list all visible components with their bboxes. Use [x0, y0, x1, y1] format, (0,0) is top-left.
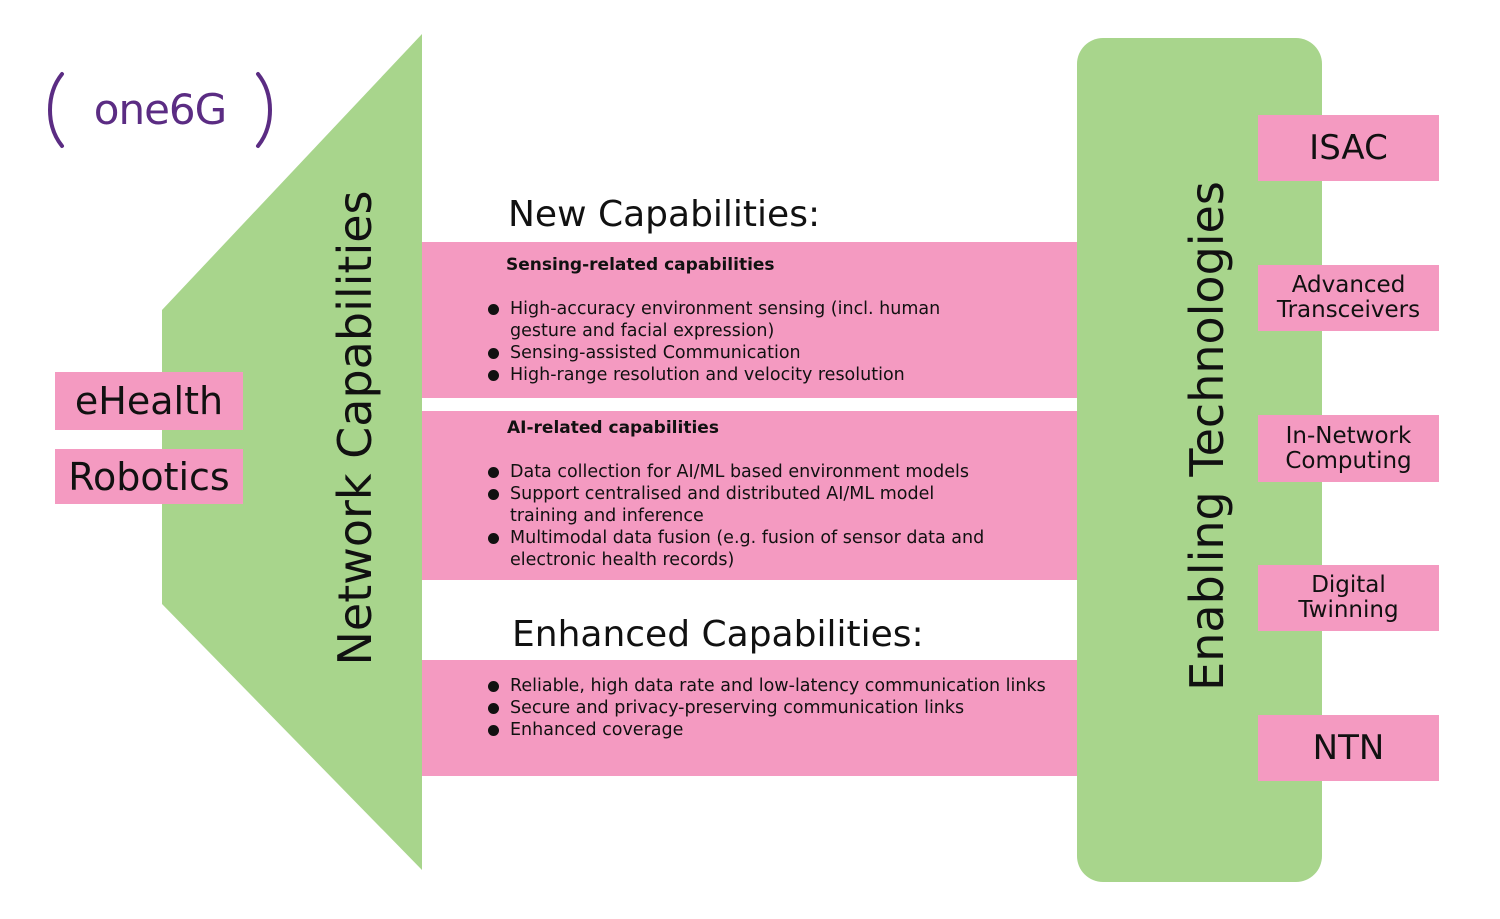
enhanced-capabilities-list: Reliable, high data rate and low-latency…: [486, 675, 1066, 741]
tech-advanced-transceivers: Advanced Transceivers: [1258, 265, 1439, 331]
logo-text: one6G: [94, 85, 226, 134]
sensing-capabilities-band: Sensing-related capabilities High-accura…: [422, 242, 1078, 398]
use-case-robotics: Robotics: [55, 449, 243, 504]
enabling-technologies-label: Enabling Technologies: [1180, 181, 1234, 691]
list-item: Sensing-assisted Communication: [486, 342, 1006, 364]
list-item: Enhanced coverage: [486, 719, 1066, 741]
one6g-logo: one6G: [44, 70, 276, 150]
sensing-capabilities-title: Sensing-related capabilities: [506, 255, 775, 275]
list-item: High-accuracy environment sensing (incl.…: [486, 298, 1006, 342]
list-item: Reliable, high data rate and low-latency…: [486, 675, 1066, 697]
use-case-ehealth: eHealth: [55, 372, 243, 430]
tech-in-network-computing: In-Network Computing: [1258, 415, 1439, 482]
list-item: Data collection for AI/ML based environm…: [486, 461, 1006, 483]
enhanced-capabilities-heading: Enhanced Capabilities:: [512, 614, 924, 655]
tech-ntn: NTN: [1258, 715, 1439, 781]
list-item: High-range resolution and velocity resol…: [486, 364, 1006, 386]
ai-capabilities-band: AI-related capabilities Data collection …: [422, 411, 1078, 580]
enhanced-capabilities-band: Reliable, high data rate and low-latency…: [422, 660, 1078, 776]
network-capabilities-funnel: [162, 34, 422, 870]
tech-label: In-Network Computing: [1285, 422, 1412, 474]
ai-capabilities-list: Data collection for AI/ML based environm…: [486, 461, 1006, 571]
list-item: Multimodal data fusion (e.g. fusion of s…: [486, 527, 1006, 571]
ai-capabilities-title: AI-related capabilities: [507, 418, 719, 438]
sensing-capabilities-list: High-accuracy environment sensing (incl.…: [486, 298, 1006, 386]
network-capabilities-label: Network Capabilities: [328, 190, 382, 666]
list-item: Support centralised and distributed AI/M…: [486, 483, 1006, 527]
tech-label: Advanced Transceivers: [1276, 272, 1421, 323]
use-case-label: Robotics: [68, 454, 230, 499]
use-case-label: eHealth: [74, 379, 224, 423]
tech-isac: ISAC: [1258, 115, 1439, 181]
new-capabilities-heading: New Capabilities:: [508, 194, 821, 235]
tech-label: ISAC: [1309, 128, 1388, 168]
tech-label: Digital Twinning: [1298, 572, 1399, 623]
list-item: Secure and privacy-preserving communicat…: [486, 697, 1066, 719]
tech-label: NTN: [1312, 728, 1385, 768]
tech-digital-twinning: Digital Twinning: [1258, 565, 1439, 631]
